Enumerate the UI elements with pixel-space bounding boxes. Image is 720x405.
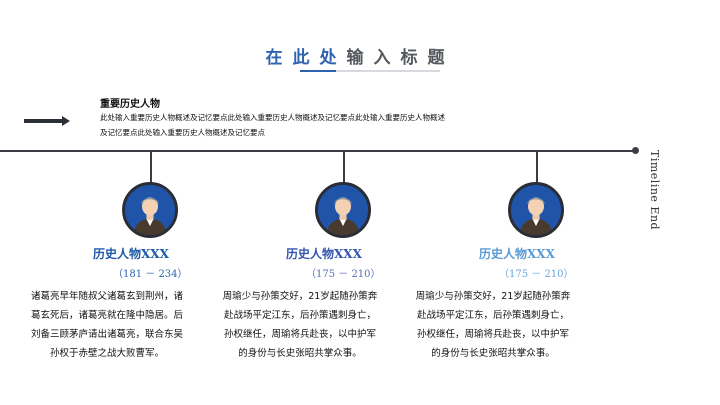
figure-description: 诸葛亮早年随叔父诸葛玄到荆州，诸葛玄死后，诸葛亮就在隆中隐居。后刘备三顾茅庐请出… [30,291,183,359]
figure-name: 历史人物XXX [93,247,169,261]
person-avatar-icon [315,182,371,238]
figure-name: 历史人物XXX [479,247,555,261]
figure-years: （175 － 210） [306,269,381,280]
timeline-connector [150,150,152,183]
arrow-right-icon [24,115,70,127]
figure-years: （175 － 210） [499,269,574,280]
title-part-1: 在此处 [265,48,347,68]
title-underline [336,70,440,72]
intro-text: 此处输入重要历史人物概述及记忆要点此处输入重要历史人物概述及记忆要点此处输入重要… [100,113,445,137]
slide-title: 在此处输入标题 [0,43,720,68]
timeline-line [0,150,636,152]
figure-name: 历史人物XXX [286,247,362,261]
timeline-end-label: Timeline End [648,150,661,231]
figure-description: 周瑜少与孙策交好，21岁起随孙策奔赴战场平定江东，后孙策遇刺身亡，孙权继任，周瑜… [415,291,571,359]
timeline-connector [536,150,538,183]
title-part-2: 输入标题 [346,48,455,68]
person-avatar-icon [122,182,178,238]
person-avatar-icon [508,182,564,238]
figure-years: （181 － 234） [113,269,188,280]
timeline-end-dot [632,147,639,154]
figure-description: 周瑜少与孙策交好，21岁起随孙策奔赴战场平定江东，后孙策遇刺身亡，孙权继任，周瑜… [222,291,378,359]
intro-heading: 重要历史人物 [100,99,160,110]
figure-card-2: 历史人物XXX （175 － 210） 周瑜少与孙策交好，21岁起随孙策奔赴战场… [223,150,434,390]
figure-card-3: 历史人物XXX （175 － 210） 周瑜少与孙策交好，21岁起随孙策奔赴战场… [416,150,627,390]
title-underline-accent [300,70,336,72]
figure-card-1: 历史人物XXX （181 － 234） 诸葛亮早年随叔父诸葛玄到荆州，诸葛玄死后… [31,150,241,390]
timeline-connector [343,150,345,183]
